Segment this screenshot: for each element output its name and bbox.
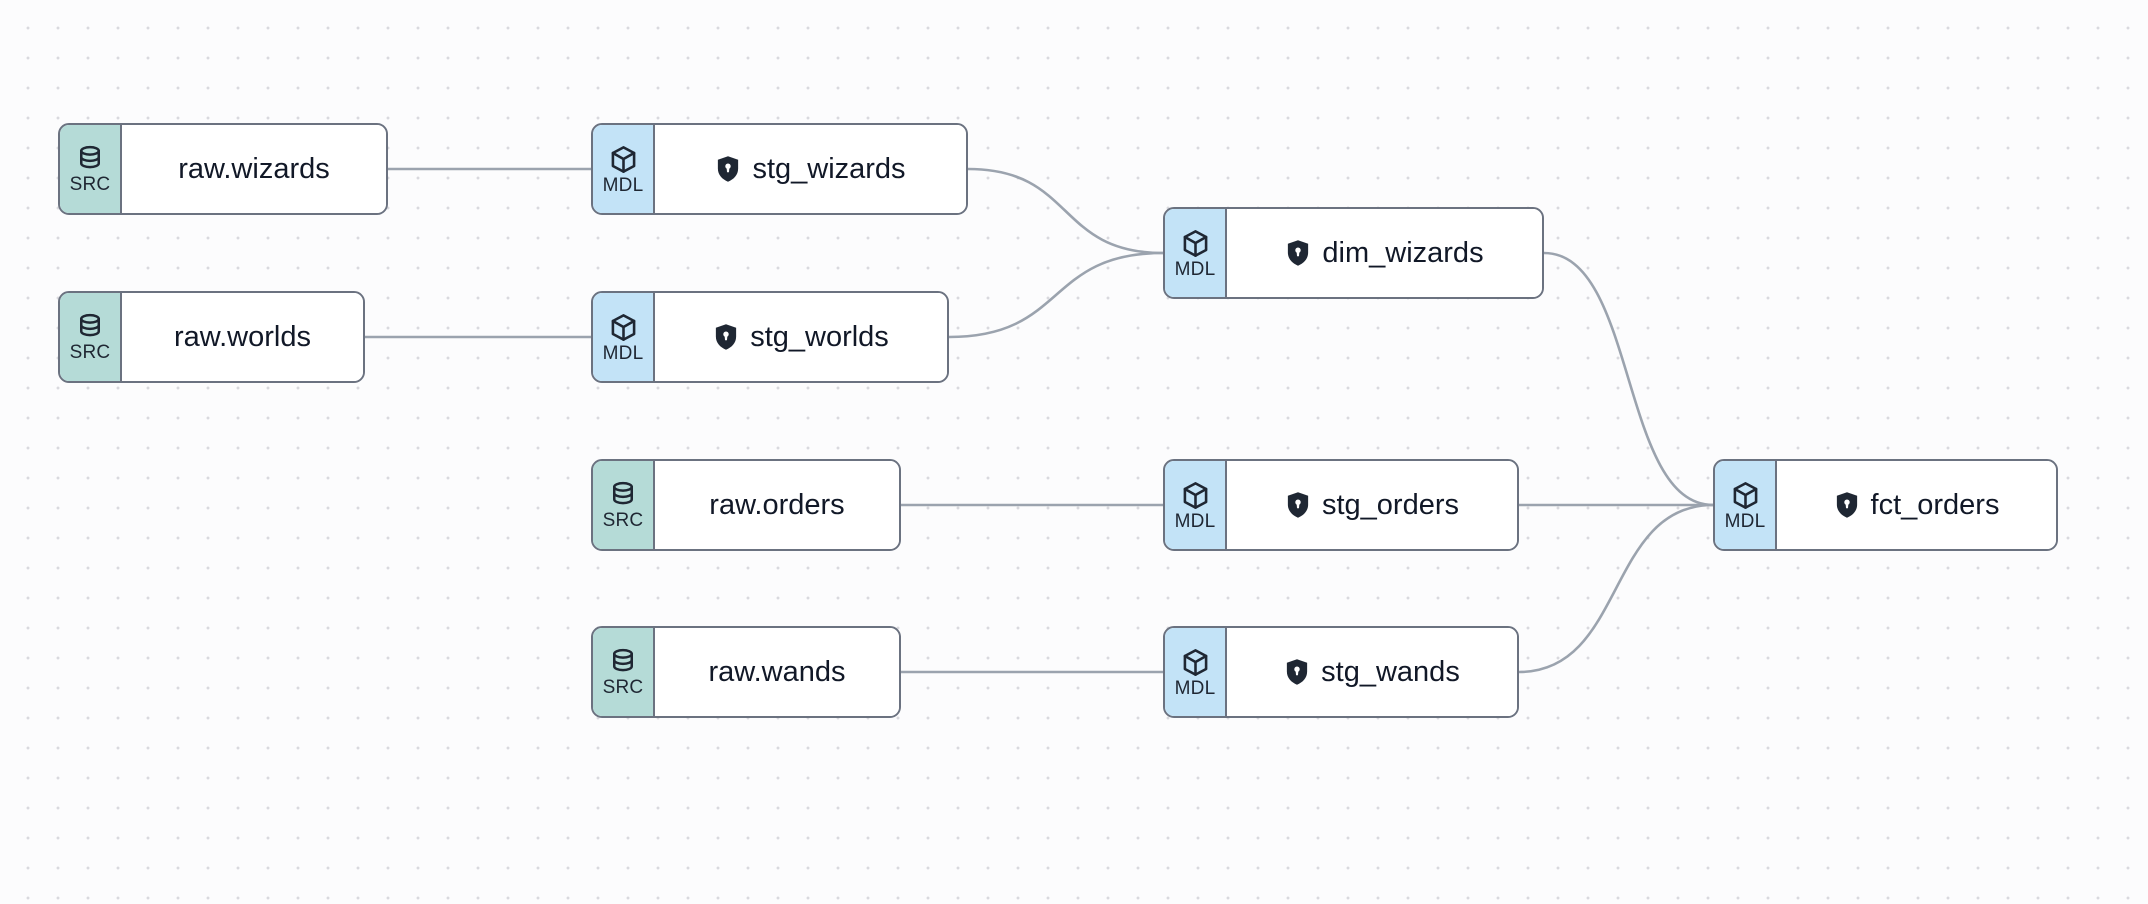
node-body-stg_wands: stg_wands <box>1227 628 1517 716</box>
node-body-dim_wizards: dim_wizards <box>1227 209 1542 297</box>
node-badge-stg_orders: MDL <box>1165 461 1227 549</box>
node-badge-label: MDL <box>1174 677 1216 699</box>
shield-lock-icon <box>1836 492 1857 518</box>
node-badge-raw_worlds: SRC <box>60 293 122 381</box>
node-label: raw.wizards <box>178 153 330 185</box>
node-badge-label: MDL <box>1174 510 1216 532</box>
node-body-raw_wizards: raw.wizards <box>122 125 386 213</box>
shield-lock-icon <box>1288 240 1309 266</box>
node-badge-label: SRC <box>602 677 644 698</box>
node-badge-raw_wands: SRC <box>593 628 655 716</box>
node-label: raw.wands <box>708 656 846 688</box>
node-stg_worlds[interactable]: MDL stg_worlds <box>591 291 949 383</box>
shield-lock-icon <box>1287 492 1309 518</box>
database-icon <box>613 648 633 672</box>
node-raw_wizards[interactable]: SRC raw.wizards <box>58 123 388 215</box>
cube-icon <box>611 145 635 173</box>
node-badge-raw_wizards: SRC <box>60 125 122 213</box>
node-fct_orders[interactable]: MDL fct_orders <box>1713 459 2058 551</box>
edge-dim_wizards-to-fct_orders <box>1542 251 1715 507</box>
node-badge-stg_wands: MDL <box>1165 628 1227 716</box>
node-badge-label: MDL <box>1174 258 1216 280</box>
edge-stg_worlds-to-dim_wizards <box>947 251 1165 339</box>
cube-icon <box>1733 481 1757 509</box>
database-icon <box>80 145 100 169</box>
node-stg_orders[interactable]: MDL stg_orders <box>1163 459 1519 551</box>
node-label: stg_orders <box>1321 489 1459 521</box>
cube-icon <box>611 313 635 341</box>
database-icon <box>80 313 100 337</box>
node-raw_wands[interactable]: SRC raw.wands <box>591 626 901 718</box>
node-label: stg_wands <box>1321 656 1460 688</box>
node-badge-fct_orders: MDL <box>1715 461 1777 549</box>
shield-lock-icon <box>718 156 739 182</box>
node-badge-label: MDL <box>1724 510 1766 532</box>
node-badge-label: MDL <box>602 342 644 364</box>
node-label: stg_worlds <box>750 321 889 353</box>
node-stg_wizards[interactable]: MDL stg_wizards <box>591 123 968 215</box>
node-badge-dim_wizards: MDL <box>1165 209 1227 297</box>
node-dim_wizards[interactable]: MDL dim_wizards <box>1163 207 1544 299</box>
node-badge-raw_orders: SRC <box>593 461 655 549</box>
node-raw_orders[interactable]: SRC raw.orders <box>591 459 901 551</box>
node-label: dim_wizards <box>1322 237 1484 269</box>
shield-lock-icon <box>716 324 737 350</box>
node-stg_wands[interactable]: MDL stg_wands <box>1163 626 1519 718</box>
node-body-stg_wizards: stg_wizards <box>655 125 966 213</box>
node-body-stg_worlds: stg_worlds <box>655 293 947 381</box>
node-badge-stg_wizards: MDL <box>593 125 655 213</box>
edge-stg_wizards-to-dim_wizards <box>966 167 1165 255</box>
node-label: stg_wizards <box>752 153 906 185</box>
cube-icon <box>1183 229 1207 257</box>
node-body-stg_orders: stg_orders <box>1227 461 1517 549</box>
node-raw_worlds[interactable]: SRC raw.worlds <box>58 291 365 383</box>
node-badge-stg_worlds: MDL <box>593 293 655 381</box>
node-badge-label: MDL <box>602 174 644 196</box>
shield-lock-icon <box>1287 659 1308 685</box>
node-label: raw.worlds <box>174 321 311 353</box>
node-label: fct_orders <box>1870 489 2000 521</box>
node-body-raw_worlds: raw.worlds <box>122 293 363 381</box>
cube-icon <box>1183 648 1207 676</box>
node-body-raw_orders: raw.orders <box>655 461 899 549</box>
node-badge-label: SRC <box>602 510 644 531</box>
node-badge-label: SRC <box>69 174 111 195</box>
database-icon <box>613 481 633 505</box>
node-badge-label: SRC <box>69 342 111 363</box>
node-label: raw.orders <box>709 489 845 521</box>
cube-icon <box>1183 481 1207 509</box>
edge-stg_wands-to-fct_orders <box>1517 503 1715 674</box>
node-body-fct_orders: fct_orders <box>1777 461 2056 549</box>
node-body-raw_wands: raw.wands <box>655 628 899 716</box>
